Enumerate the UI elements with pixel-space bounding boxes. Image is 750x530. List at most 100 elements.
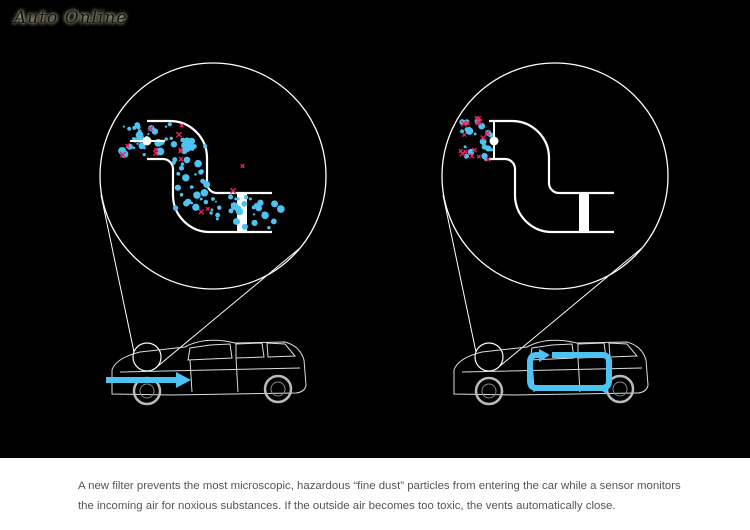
zoom-line (499, 247, 643, 367)
dust-particle (464, 127, 470, 133)
dust-particle (183, 156, 191, 164)
dust-particle (135, 131, 144, 140)
dust-particle (167, 122, 172, 127)
dust-particle (217, 205, 222, 210)
zoom-line (442, 194, 477, 353)
filter-diagram (99, 62, 669, 406)
dust-particle (190, 201, 194, 205)
loop-arrowhead (539, 349, 550, 362)
dust-particle (251, 205, 256, 210)
dust-particle (199, 197, 203, 201)
pollutant-particle (175, 131, 183, 138)
dust-particle (180, 137, 186, 143)
vent-pivot (489, 136, 499, 146)
wheel-hub (139, 383, 155, 399)
dust-particle (178, 165, 185, 171)
dust-particle (234, 205, 242, 213)
dust-particle (215, 217, 219, 221)
magnifier-circle (99, 62, 327, 290)
dust-particle (180, 162, 185, 166)
dust-particle (203, 144, 208, 149)
logo-watermark: Auto Online (14, 8, 128, 28)
wheel-hub (270, 381, 286, 397)
dust-particle (194, 159, 202, 168)
pollutant-particle (125, 143, 130, 149)
dust-particle (132, 146, 136, 150)
dust-particle (170, 141, 178, 148)
caption-line-2: the incoming air for noxious substances.… (78, 500, 616, 512)
dust-particle (192, 144, 197, 149)
dust-particle (463, 153, 469, 159)
dust-particle (194, 173, 197, 176)
pollutant-particle (198, 208, 205, 215)
pollutant-particle (119, 151, 127, 159)
pipe-top-wall (147, 119, 272, 195)
dust-particle (203, 199, 209, 205)
pollutant-particle (459, 150, 466, 157)
dust-particle (169, 136, 173, 140)
wheel-hub (481, 383, 497, 399)
dust-particle (215, 212, 221, 218)
pollutant-particle (485, 156, 491, 162)
dust-particle (261, 211, 269, 220)
dust-particle (473, 132, 477, 136)
car-lines (119, 357, 301, 393)
dust-particle (176, 171, 181, 176)
dust-particle (172, 157, 178, 163)
wheel-hub (612, 381, 628, 397)
recirculation-loop (527, 352, 612, 391)
dust-particle (209, 211, 213, 215)
dust-particle (485, 145, 492, 152)
car-outline (111, 339, 307, 406)
dust-particle (132, 125, 137, 130)
dust-particle (257, 199, 264, 207)
dust-particle (210, 208, 214, 212)
dust-particle (138, 142, 145, 150)
dust-particle (211, 197, 215, 201)
dust-particle (195, 192, 199, 195)
pollutant-particle (179, 123, 184, 128)
pollutant-particle (480, 134, 486, 141)
dust-particle (252, 213, 256, 216)
dust-particle (122, 125, 125, 128)
pollutant-particle (153, 147, 159, 152)
dust-particle (189, 185, 194, 189)
pollutant-particle (461, 132, 467, 138)
panel-vent-closed (441, 62, 669, 406)
dust-particle (241, 223, 248, 230)
caption: A new filter prevents the most microscop… (78, 476, 698, 516)
zoom-line (157, 247, 301, 367)
pollutant-particle (205, 206, 210, 212)
car-outline (453, 339, 649, 406)
dust-particle (188, 137, 196, 145)
dust-particle (236, 197, 240, 201)
dust-particle (143, 147, 146, 150)
wheel (474, 376, 504, 406)
filter-element (579, 194, 589, 231)
dust-particle (277, 205, 285, 213)
pipe-top-wall (489, 119, 614, 195)
car-body (453, 339, 649, 396)
pollutant-particle (152, 150, 159, 157)
pipe-bottom-wall (489, 157, 614, 234)
pollutant-particle (147, 125, 154, 132)
pipe-bottom-wall (147, 157, 272, 234)
dust-particle (460, 129, 464, 134)
pollutant-particle (475, 120, 481, 126)
dust-particle (481, 152, 488, 160)
dust-particle (198, 169, 204, 175)
dust-particle (271, 200, 279, 208)
dust-particle (467, 148, 475, 156)
wheel (263, 374, 293, 404)
dust-particle (241, 200, 248, 207)
loop-arrowhead (597, 383, 607, 394)
dust-particle (159, 150, 164, 155)
airflow-arrowhead (176, 372, 191, 388)
vent-pivot (142, 136, 152, 146)
pollutant-particle (471, 147, 477, 153)
dust-particle (214, 200, 217, 203)
dust-particle (248, 197, 252, 201)
pollutant-particle (484, 130, 490, 136)
dust-particle (174, 184, 181, 191)
dust-particle (228, 208, 234, 214)
